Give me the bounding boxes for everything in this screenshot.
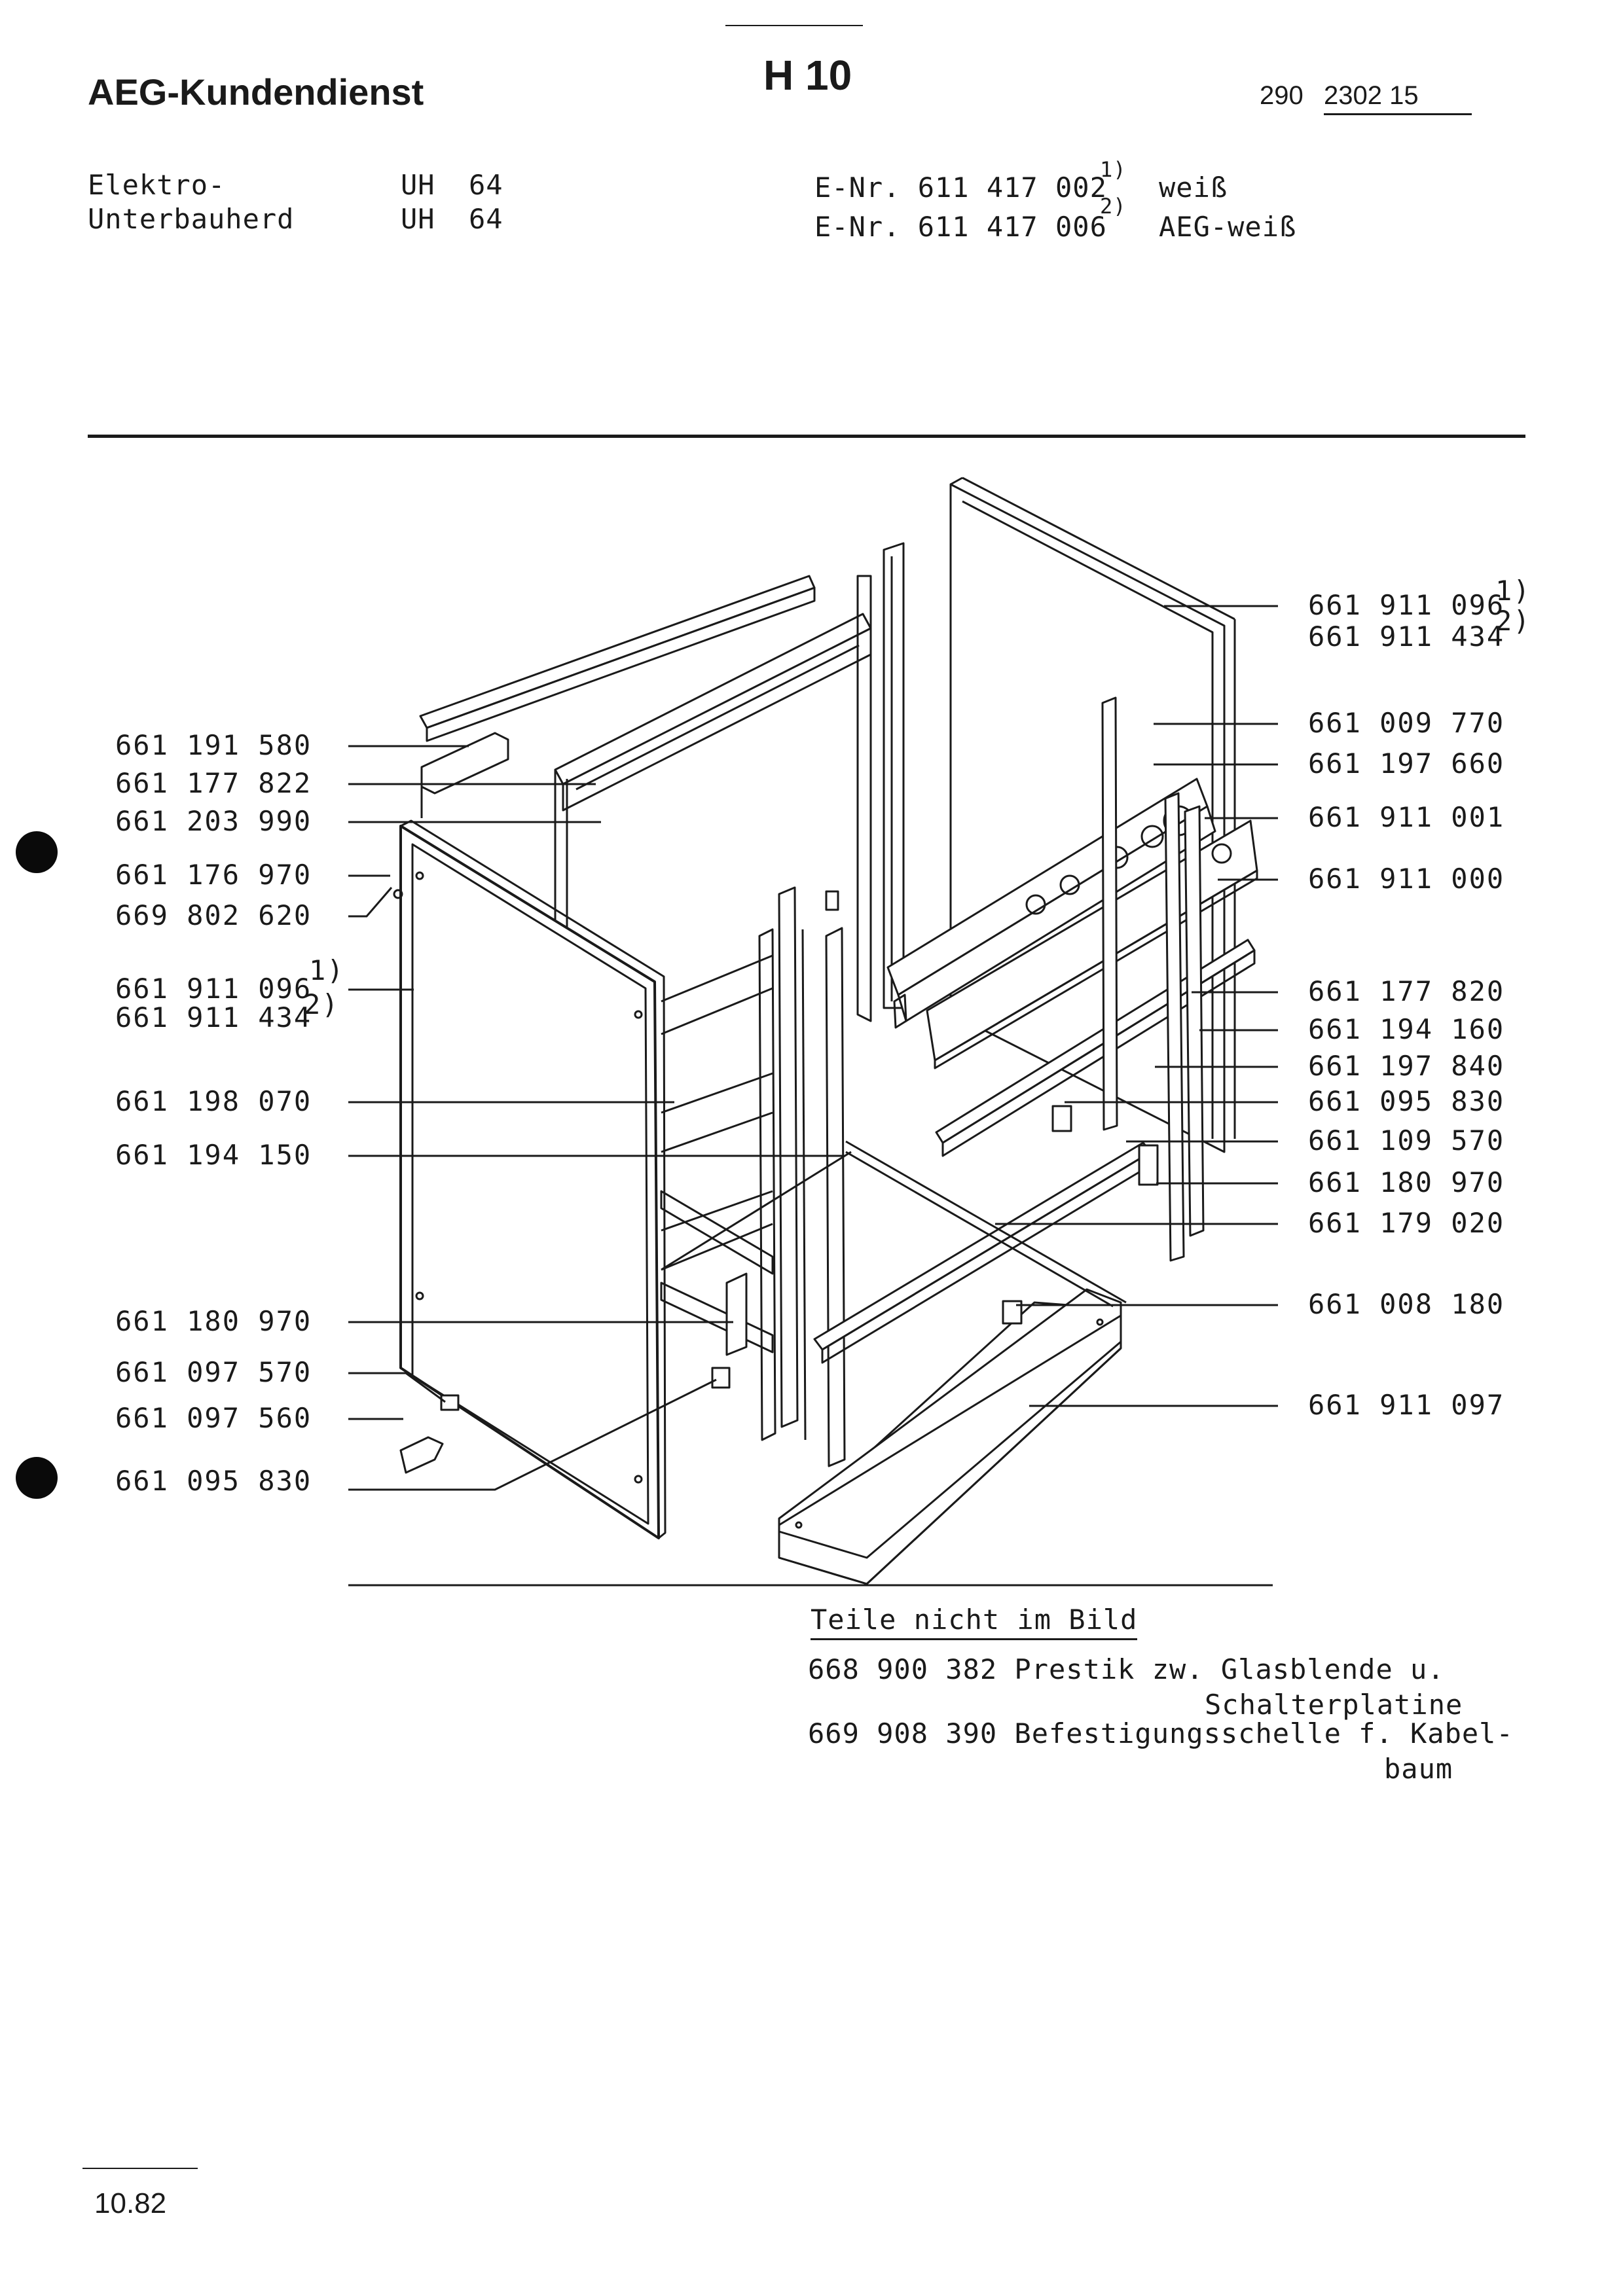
doc-prefix: 290: [1260, 81, 1304, 110]
leader-lines-right: [995, 605, 1278, 1407]
callout-right-5: 661 911 001: [1308, 801, 1505, 833]
callout-right-14: 661 008 180: [1308, 1288, 1505, 1320]
callout-left-4: 661 176 970: [115, 859, 312, 891]
model-2-number: 64: [469, 203, 503, 235]
callout-right-8: 661 194 160: [1308, 1013, 1505, 1045]
callout-right-2-note: 2): [1495, 605, 1531, 637]
callout-left-9: 661 194 150: [115, 1139, 312, 1171]
not-shown-line-2: Schalterplatine: [1205, 1689, 1463, 1721]
callout-left-2: 661 177 822: [115, 767, 312, 799]
brand-title: AEG-Kundendienst: [88, 71, 424, 113]
enr-2-color: AEG-weiß: [1159, 211, 1297, 243]
footer-rule: [82, 2168, 198, 2169]
callout-right-12: 661 180 970: [1308, 1166, 1505, 1198]
small-parts: [393, 889, 1159, 1474]
callout-left-13: 661 095 830: [115, 1465, 312, 1497]
model-1-prefix: UH: [401, 169, 435, 201]
front-posts: [758, 886, 846, 1467]
small-bracket-left: [420, 732, 509, 818]
enr-2: E-Nr. 611 417 006: [814, 211, 1107, 243]
callout-right-2: 661 911 434: [1308, 620, 1505, 653]
not-shown-line-4: baum: [1384, 1753, 1453, 1785]
callout-left-11: 661 097 570: [115, 1356, 312, 1388]
right-posts: [1101, 696, 1205, 1262]
top-back-rail: [419, 575, 816, 742]
control-panel-plate: [886, 778, 1216, 1029]
inner-crossbars: [660, 954, 774, 1354]
punch-hole-top: [16, 831, 58, 873]
model-2-prefix: UH: [401, 203, 435, 235]
callout-left-3: 661 203 990: [115, 805, 312, 837]
callout-left-7-note: 2): [304, 988, 340, 1020]
callout-right-13: 661 179 020: [1308, 1207, 1505, 1239]
callout-right-9: 661 197 840: [1308, 1050, 1505, 1082]
base-tray: [778, 1288, 1122, 1585]
footer-date: 10.82: [94, 2187, 167, 2219]
callout-left-6-note: 1): [309, 954, 345, 986]
sheet-number: H 10: [763, 52, 852, 99]
model-1-number: 64: [469, 169, 503, 201]
side-panel: [399, 819, 666, 1539]
inner-bottom-frame: [661, 1140, 1127, 1308]
enr-1-note: 1): [1100, 157, 1127, 182]
product-type-line1: Elektro-: [88, 169, 226, 201]
doc-number: 2302 15: [1324, 81, 1472, 115]
product-type-line2: Unterbauherd: [88, 203, 295, 235]
callout-right-11: 661 109 570: [1308, 1124, 1505, 1157]
callout-left-10: 661 180 970: [115, 1305, 312, 1337]
callout-left-1: 661 191 580: [115, 729, 312, 761]
callout-left-8: 661 198 070: [115, 1085, 312, 1117]
callout-left-7: 661 911 434: [115, 1001, 312, 1033]
enr-1-color: weiß: [1159, 171, 1228, 204]
callout-right-1: 661 911 096: [1308, 589, 1505, 621]
header-divider: [88, 435, 1525, 438]
leader-lines-left: [348, 745, 1273, 1587]
callout-left-6: 661 911 096: [115, 973, 312, 1005]
callout-right-4: 661 197 660: [1308, 747, 1505, 780]
punch-hole-bottom: [16, 1457, 58, 1499]
not-shown-line-1: 668 900 382 Prestik zw. Glasblende u.: [808, 1653, 1445, 1685]
callout-right-1-note: 1): [1495, 575, 1531, 607]
enr-2-note: 2): [1100, 194, 1127, 219]
top-front-rail: [554, 613, 872, 812]
callout-right-3: 661 009 770: [1308, 707, 1505, 739]
callout-right-6: 661 911 000: [1308, 863, 1505, 895]
callout-left-12: 661 097 560: [115, 1402, 312, 1434]
enr-1: E-Nr. 611 417 002: [814, 171, 1107, 204]
sheet-rule: [725, 25, 863, 26]
not-shown-line-3: 669 908 390 Befestigungsschelle f. Kabel…: [808, 1717, 1514, 1749]
callout-right-10: 661 095 830: [1308, 1085, 1505, 1117]
not-shown-title: Teile nicht im Bild: [811, 1604, 1138, 1640]
callout-right-7: 661 177 820: [1308, 975, 1505, 1007]
callout-left-5: 669 802 620: [115, 899, 312, 931]
callout-right-15: 661 911 097: [1308, 1389, 1505, 1421]
